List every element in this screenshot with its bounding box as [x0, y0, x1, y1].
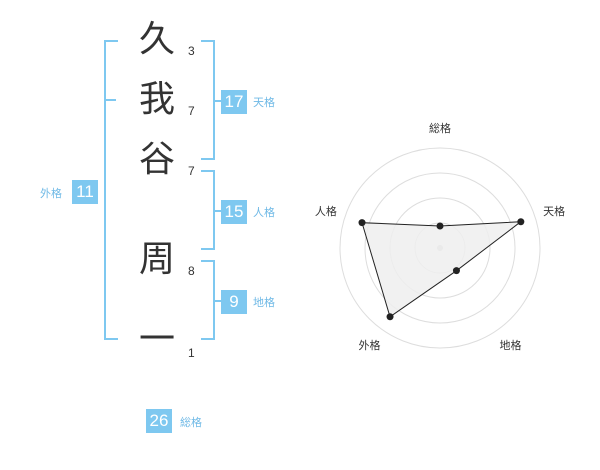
stroke-count-4: 8	[188, 264, 195, 278]
stroke-count-5: 1	[188, 346, 195, 360]
radar-point-1	[436, 222, 444, 230]
chikaku-connector	[214, 300, 222, 302]
chikaku-label: 地格	[253, 296, 275, 309]
radar-polygon	[361, 221, 523, 318]
radar-point-4	[386, 313, 394, 321]
stroke-count-3: 7	[188, 164, 195, 178]
radar-ring-3	[364, 172, 516, 324]
radar-point-5	[358, 219, 366, 227]
stroke-count-2: 7	[188, 104, 195, 118]
soukaku-label: 総格	[180, 416, 202, 429]
name-char-1: 久	[138, 19, 175, 60]
name-char-5: 一	[138, 319, 175, 360]
name-char-4: 周	[138, 239, 175, 280]
gaikaku-label: 外格	[40, 187, 62, 200]
soukaku-value: 26	[146, 409, 172, 433]
radar-point-3	[452, 267, 460, 275]
gaikaku-bracket-tick	[104, 99, 116, 101]
radar-axis-label-3: 地格	[500, 338, 522, 352]
radar-axis-label-1: 総格	[429, 121, 451, 135]
jinkaku-connector	[214, 210, 222, 212]
chikaku-value: 9	[221, 290, 247, 314]
tenkaku-value: 17	[221, 90, 247, 114]
name-char-2: 我	[138, 79, 175, 120]
radar-ring-4	[339, 147, 541, 349]
tenkaku-connector	[214, 100, 222, 102]
radar-point-2	[517, 218, 525, 226]
gaikaku-bracket	[104, 40, 118, 340]
tenkaku-label: 天格	[253, 96, 275, 109]
gaikaku-value: 11	[72, 180, 98, 204]
name-char-3: 谷	[138, 139, 175, 180]
radar-axis-label-2: 天格	[543, 204, 565, 218]
jinkaku-label: 人格	[253, 206, 275, 219]
radar-axis-label-5: 人格	[315, 204, 337, 218]
jinkaku-value: 15	[221, 200, 247, 224]
radar-axis-label-4: 外格	[358, 338, 380, 352]
stroke-count-1: 3	[188, 44, 195, 58]
